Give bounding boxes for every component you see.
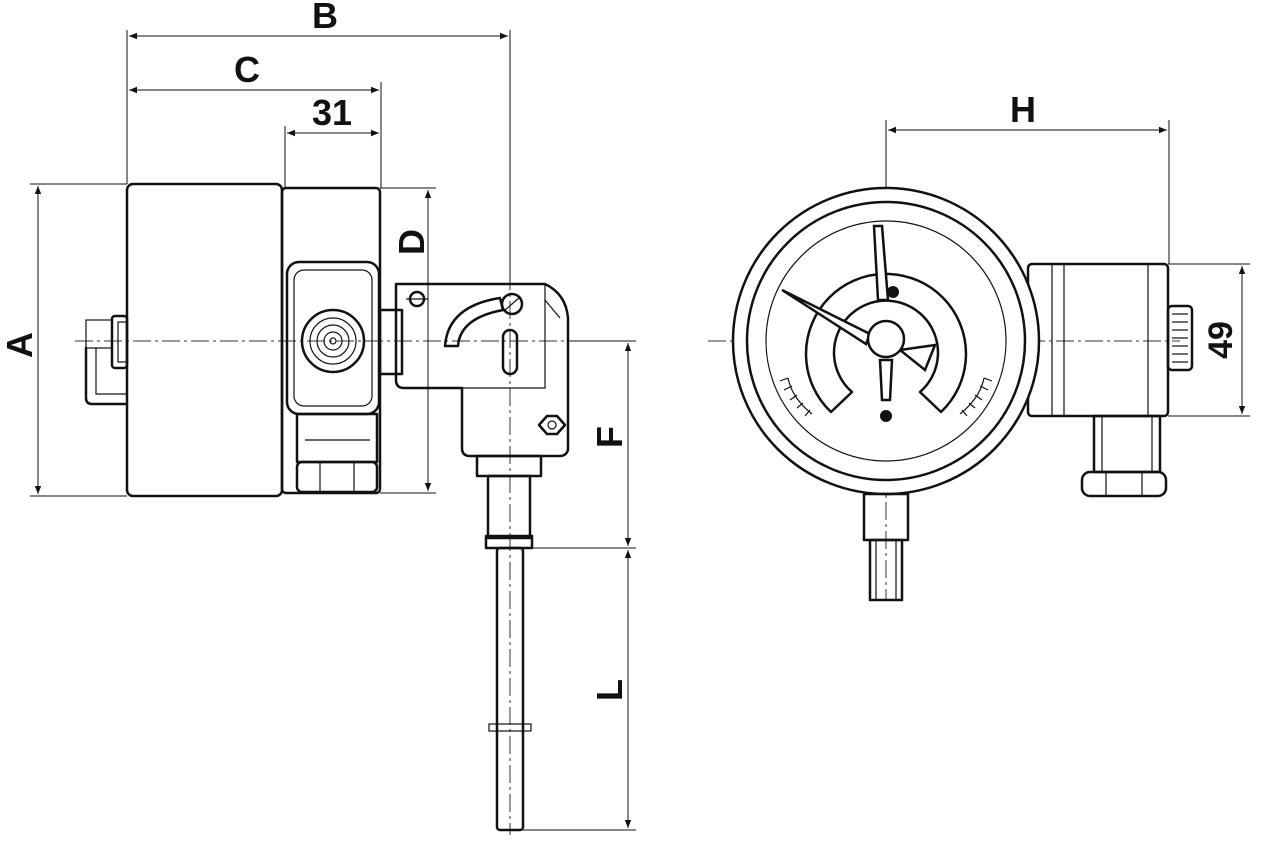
- cable-gland-nut: [295, 460, 379, 494]
- front-dimensions: H 49: [885, 89, 1250, 417]
- front-valve: [110, 314, 129, 370]
- dim-label-a: A: [0, 332, 40, 358]
- arc-slot: [443, 296, 505, 348]
- front-connector-box: [1026, 262, 1170, 418]
- housing-fitting-outer: [300, 308, 366, 374]
- contact-arm-right: [896, 343, 937, 373]
- sensor-head: [394, 282, 570, 458]
- dim-label-d: D: [391, 229, 432, 255]
- front-probe: [868, 538, 904, 602]
- stem-neck: [378, 308, 404, 376]
- gauge-case: [125, 182, 284, 498]
- side-view: [75, 40, 600, 835]
- dim-label-b: B: [312, 0, 338, 36]
- dim-label-49: 49: [1202, 321, 1240, 359]
- dial-scale-window: [804, 272, 968, 414]
- contact-pin-lower: [880, 410, 892, 422]
- dim-label-31: 31: [312, 92, 352, 133]
- scale-ticks-left: [779, 377, 813, 417]
- probe-mark: [488, 723, 532, 732]
- side-dimensions: B C 31 A D F L: [0, 0, 636, 831]
- connector-housing-inner: [293, 269, 373, 407]
- stem-fitting-upper: [475, 454, 543, 478]
- needle-hub: [866, 319, 906, 359]
- dim-label-l: L: [589, 679, 630, 701]
- dim-label-h: H: [1010, 89, 1036, 130]
- stem-fitting: [486, 474, 532, 540]
- vertical-slot: [501, 328, 519, 376]
- contact-pin-upper: [887, 286, 899, 298]
- front-cable-gland: [1092, 414, 1162, 474]
- dim-label-f: F: [589, 426, 630, 448]
- knurled-knob: [1166, 304, 1194, 372]
- dim-label-c: C: [234, 49, 260, 90]
- contact-arm-lower: [878, 358, 894, 402]
- contact-arm-upper: [872, 224, 890, 302]
- front-view: [708, 125, 1194, 602]
- scale-ticks-right: [959, 377, 993, 417]
- cable-gland: [295, 412, 379, 464]
- hex-nut: [537, 414, 567, 436]
- front-cable-gland-nut: [1080, 470, 1168, 498]
- probe-rod: [495, 546, 525, 832]
